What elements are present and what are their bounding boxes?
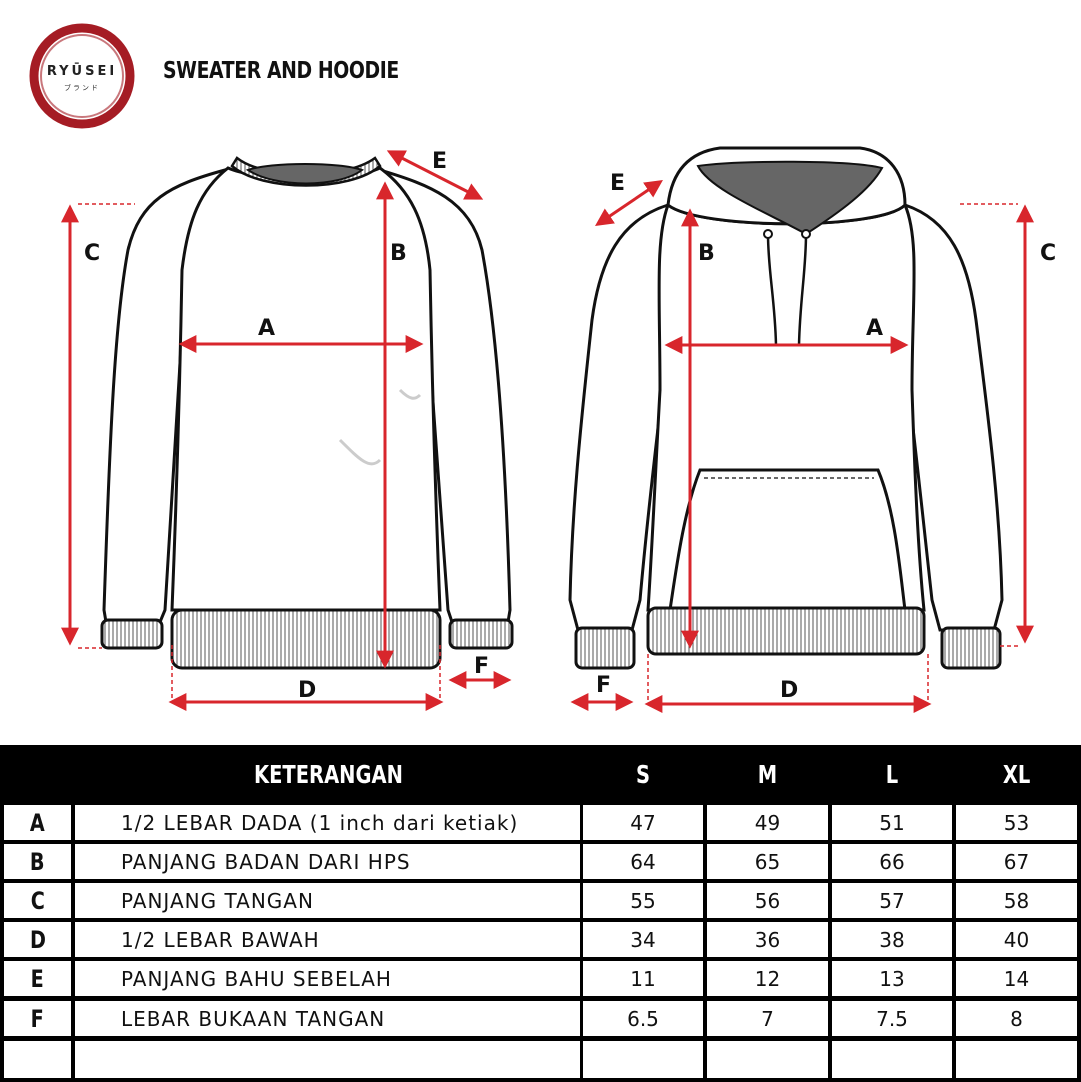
row-code: E: [4, 961, 71, 996]
header-size-xl: XL: [1002, 760, 1031, 789]
row-code: D: [4, 922, 71, 957]
cell-size-m: 56: [707, 883, 828, 918]
table-row: D 1/2 LEBAR BAWAH 34 36 38 40: [0, 922, 1081, 957]
row-label: PANJANG BADAN DARI HPS: [75, 844, 580, 879]
cell-size-xl: 67: [956, 844, 1077, 879]
row-code: F: [4, 1001, 71, 1036]
header-description: KETERANGAN: [253, 760, 403, 789]
hoodie-label-e: E: [610, 171, 625, 196]
cell-size-l: 13: [832, 961, 952, 996]
sweater-label-c: C: [84, 241, 100, 266]
sweater-label-f: F: [474, 654, 489, 679]
sweater-label-e: E: [432, 149, 447, 174]
cell-size-s: 11: [583, 961, 703, 996]
cell-size-xl: 58: [956, 883, 1077, 918]
row-label: 1/2 LEBAR BAWAH: [75, 922, 580, 957]
table-row: F LEBAR BUKAAN TANGAN 6.5 7 7.5 8: [0, 1001, 1081, 1036]
header-size-l: L: [885, 760, 899, 789]
cell-size-xl: 53: [956, 805, 1077, 840]
cell-size-m: 49: [707, 805, 828, 840]
hoodie-label-c: C: [1040, 241, 1056, 266]
row-label: 1/2 LEBAR DADA (1 inch dari ketiak): [75, 805, 580, 840]
sweater-label-d: D: [298, 678, 316, 703]
cell-size-xl: 40: [956, 922, 1077, 957]
garment-diagram: A B C D E F A: [61, 146, 1056, 713]
cell-size-xl: 8: [956, 1001, 1077, 1036]
row-label: PANJANG BAHU SEBELAH: [75, 961, 580, 996]
row-code: [4, 1041, 71, 1078]
table-row: A 1/2 LEBAR DADA (1 inch dari ketiak) 47…: [0, 805, 1081, 840]
sweater-label-a: A: [258, 316, 275, 341]
cell-size-s: [583, 1041, 703, 1078]
cell-size-s: 34: [583, 922, 703, 957]
cell-size-l: [832, 1041, 952, 1078]
row-label: LEBAR BUKAAN TANGAN: [75, 1001, 580, 1036]
hoodie-label-f: F: [596, 673, 611, 698]
cell-size-m: 65: [707, 844, 828, 879]
sweater-illustration: [61, 150, 514, 711]
page-title: SWEATER AND HOODIE: [163, 58, 399, 84]
sweater-label-b: B: [390, 241, 407, 266]
row-code: A: [4, 805, 71, 840]
table-row: C PANJANG TANGAN 55 56 57 58: [0, 883, 1081, 918]
row-label: PANJANG TANGAN: [75, 883, 580, 918]
row-code: C: [4, 883, 71, 918]
cell-size-s: 64: [583, 844, 703, 879]
table-row-empty: [0, 1041, 1081, 1078]
row-label: [75, 1041, 580, 1078]
cell-size-l: 57: [832, 883, 952, 918]
cell-size-s: 47: [583, 805, 703, 840]
cell-size-m: 36: [707, 922, 828, 957]
hoodie-label-a: A: [866, 316, 883, 341]
hoodie-label-d: D: [780, 678, 798, 703]
header-size-s: S: [635, 760, 651, 789]
brand-sub: ブランド: [64, 84, 100, 92]
cell-size-m: [707, 1041, 828, 1078]
cell-size-l: 38: [832, 922, 952, 957]
header-size-m: M: [757, 760, 778, 789]
cell-size-s: 6.5: [583, 1001, 703, 1036]
brand-name: RYŪSEI: [46, 64, 118, 79]
cell-size-m: 7: [707, 1001, 828, 1036]
cell-size-xl: 14: [956, 961, 1077, 996]
hoodie-label-b: B: [698, 241, 715, 266]
size-table: KETERANGAN S M L XL A 1/2 LEBAR DADA (1 …: [0, 745, 1081, 1082]
cell-size-s: 55: [583, 883, 703, 918]
row-code: B: [4, 844, 71, 879]
table-header: KETERANGAN S M L XL: [0, 745, 1081, 803]
cell-size-l: 7.5: [832, 1001, 952, 1036]
hoodie-illustration: [568, 146, 1034, 713]
table-row: E PANJANG BAHU SEBELAH 11 12 13 14: [0, 961, 1081, 996]
cell-size-xl: [956, 1041, 1077, 1078]
logo-ring-icon: [29, 23, 135, 129]
table-row: B PANJANG BADAN DARI HPS 64 65 66 67: [0, 844, 1081, 879]
cell-size-l: 66: [832, 844, 952, 879]
cell-size-l: 51: [832, 805, 952, 840]
cell-size-m: 12: [707, 961, 828, 996]
brand-logo: RYŪSEI ブランド: [26, 20, 138, 132]
